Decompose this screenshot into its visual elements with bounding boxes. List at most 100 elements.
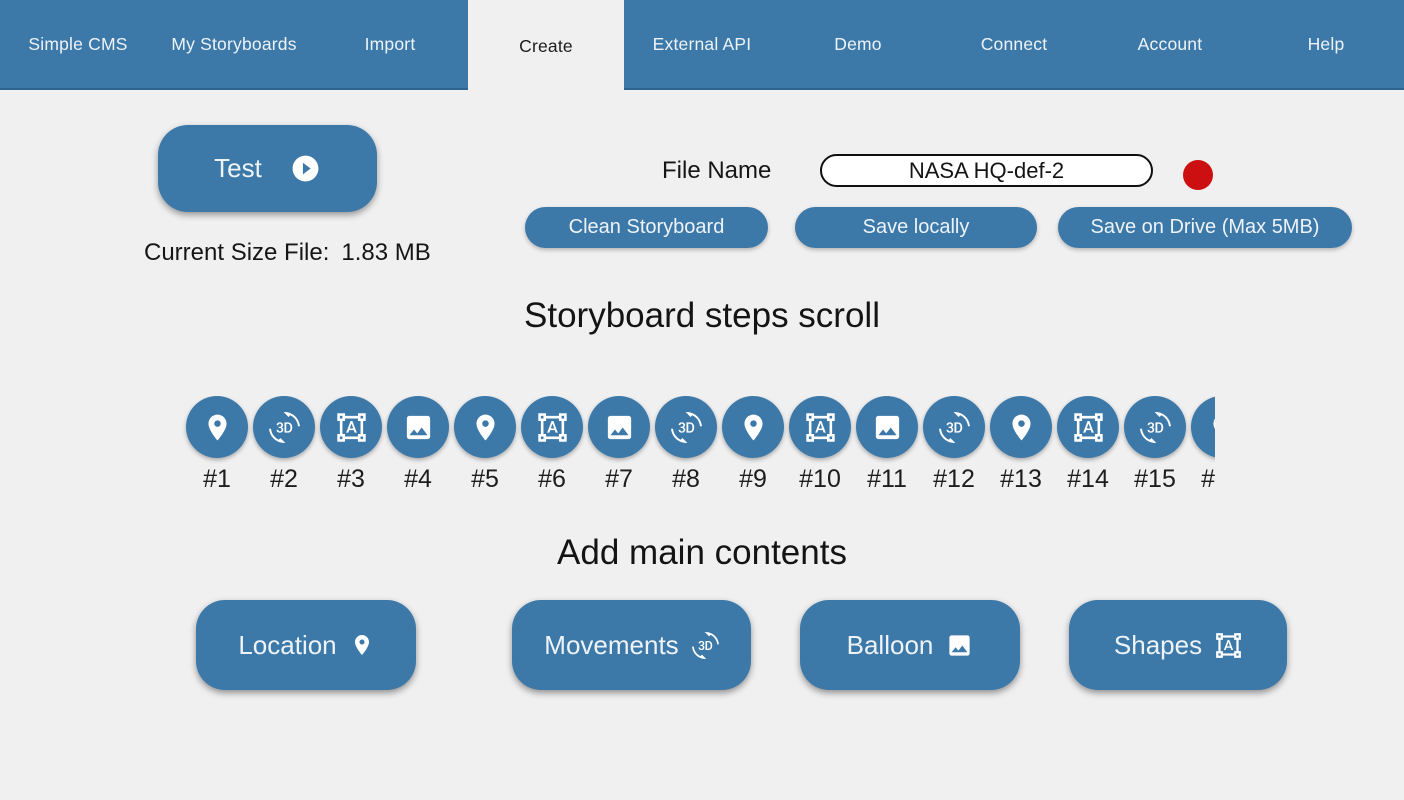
image-icon [604,412,635,443]
storyboard-step-circle[interactable] [923,396,985,458]
storyboard-step: #9 [722,396,784,500]
storyboard-step: #3 [320,396,382,500]
location-button-label: Location [238,629,337,660]
nav-item-create[interactable]: Create [468,0,624,92]
storyboard-step: #4 [387,396,449,500]
storyboard-step-label: #11 [867,465,907,493]
balloon-button-label: Balloon [846,629,934,660]
storyboard-step: #8 [655,396,717,500]
storyboard-step-label: #13 [1000,465,1042,493]
storyboard-step-circle[interactable] [1124,396,1186,458]
storyboard-step: #5 [454,396,516,500]
nav-item-my-storyboards[interactable]: My Storyboards [156,0,312,90]
nav-item-help[interactable]: Help [1248,0,1404,90]
storyboard-step-label: #14 [1067,465,1109,493]
storyboard-step: #2 [253,396,315,500]
file-name-label: File Name [662,157,772,184]
place-icon [1006,412,1037,443]
save-locally-button[interactable]: Save locally [795,207,1037,248]
storyboard-step-circle[interactable] [990,396,1052,458]
format-shapes-icon [537,412,568,443]
storyboard-step-circle[interactable] [1057,396,1119,458]
current-size-line: Current Size File: 1.83 MB [144,239,431,267]
storyboard-step-label: #10 [799,465,841,493]
nav-item-simple-cms[interactable]: Simple CMS [0,0,156,90]
storyboard-step-label: #8 [672,465,700,493]
storyboard-step: #1 [186,396,248,500]
storyboard-step-circle[interactable] [856,396,918,458]
storyboard-step-label: #4 [404,465,432,493]
image-icon [403,412,434,443]
format-shapes-icon [805,412,836,443]
storyboard-steps-heading: Storyboard steps scroll [524,296,880,335]
shapes-button[interactable]: Shapes [1069,600,1287,690]
storyboard-step-label: #2 [270,465,298,493]
format-shapes-icon [1215,632,1242,659]
storyboard-step: #15 [1124,396,1186,500]
current-size-label: Current Size File: [144,239,330,266]
storyboard-step-circle[interactable] [320,396,382,458]
threed-rotation-icon [939,412,970,443]
place-icon [202,412,233,443]
storyboard-step-circle[interactable] [655,396,717,458]
storyboard-step-circle[interactable] [1191,396,1215,458]
format-shapes-icon [1073,412,1104,443]
top-nav: Simple CMS My Storyboards Import Create … [0,0,1404,92]
storyboard-step-circle[interactable] [521,396,583,458]
add-main-contents-heading: Add main contents [557,533,847,572]
storyboard-step: #11 [856,396,918,500]
storyboard-step-label: #12 [933,465,975,493]
balloon-button[interactable]: Balloon [800,600,1020,690]
storyboard-step-circle[interactable] [253,396,315,458]
storyboard-step: #12 [923,396,985,500]
storyboard-step-circle[interactable] [387,396,449,458]
threed-rotation-icon [671,412,702,443]
storyboard-step: #14 [1057,396,1119,500]
storyboard-step: #13 [990,396,1052,500]
storyboard-step: #10 [789,396,851,500]
nav-item-demo[interactable]: Demo [780,0,936,90]
shapes-button-label: Shapes [1113,629,1203,660]
storyboard-step: #16 [1191,396,1215,500]
steps-scroll-row[interactable]: #1 #2 #3 #4 #5 #6 #7 [0,396,1215,500]
location-button[interactable]: Location [196,600,416,690]
storyboard-step-label: #15 [1134,465,1176,493]
place-icon [350,633,374,657]
nav-item-account[interactable]: Account [1092,0,1248,90]
image-icon [872,412,903,443]
movements-button[interactable]: Movements [512,600,751,690]
file-name-input[interactable] [820,154,1153,187]
place-icon [470,412,501,443]
movements-button-label: Movements [544,629,679,660]
storyboard-step-label: #7 [605,465,633,493]
nav-item-import[interactable]: Import [312,0,468,90]
threed-rotation-icon [1140,412,1171,443]
storyboard-step-label: #16 [1201,465,1215,493]
storyboard-step-label: #9 [739,465,767,493]
storyboard-step-label: #5 [471,465,499,493]
test-button[interactable]: Test [158,125,377,212]
format-shapes-icon [336,412,367,443]
storyboard-step-circle[interactable] [588,396,650,458]
clean-storyboard-button[interactable]: Clean Storyboard [525,207,768,248]
storyboard-step-label: #3 [337,465,365,493]
storyboard-step-circle[interactable] [454,396,516,458]
storyboard-step-circle[interactable] [789,396,851,458]
play-icon [290,153,321,184]
image-icon [946,632,973,659]
place-icon [1207,412,1216,443]
nav-item-external-api[interactable]: External API [624,0,780,90]
storyboard-step: #6 [521,396,583,500]
storyboard-step-circle[interactable] [722,396,784,458]
storyboard-step-label: #1 [203,465,231,493]
current-size-value: 1.83 MB [341,239,431,266]
test-button-label: Test [214,153,262,183]
storyboard-step-label: #6 [538,465,566,493]
storyboard-step-circle[interactable] [186,396,248,458]
nav-item-connect[interactable]: Connect [936,0,1092,90]
threed-rotation-icon [692,632,719,659]
place-icon [738,412,769,443]
save-on-drive-button[interactable]: Save on Drive (Max 5MB) [1058,207,1352,248]
record-status-dot [1183,160,1213,190]
